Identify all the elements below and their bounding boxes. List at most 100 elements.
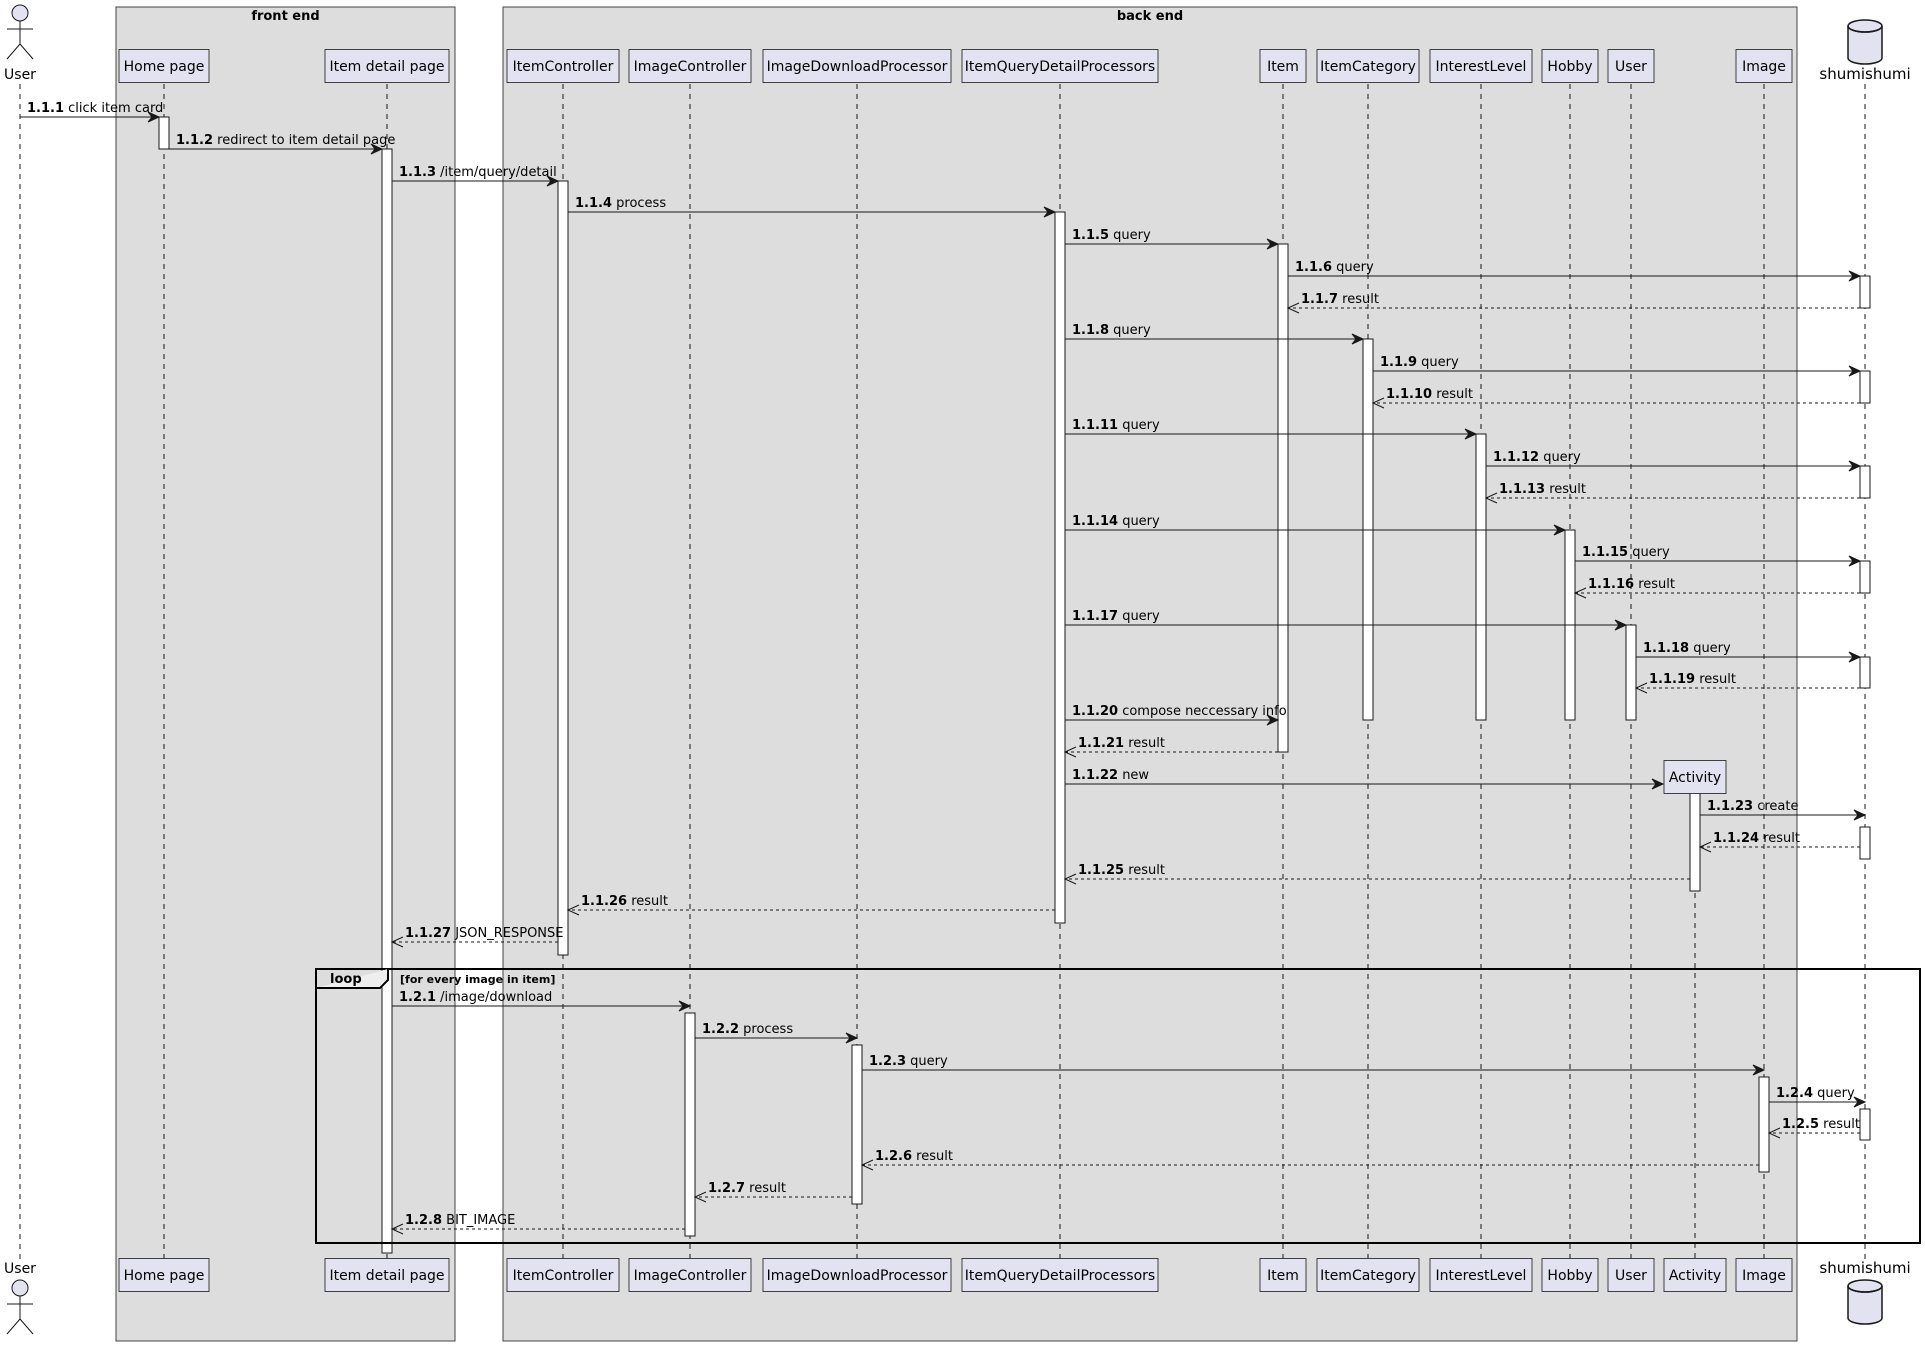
activation-db	[1859, 1108, 1871, 1141]
message-text: query	[1689, 641, 1731, 656]
message-text: process	[739, 1022, 793, 1037]
message-text: result	[627, 894, 668, 909]
participant-box	[1663, 760, 1727, 794]
message-text: result	[1432, 387, 1473, 402]
participant-detail-top: Item detail page	[324, 49, 450, 83]
activation-db	[1859, 370, 1871, 404]
participant-home-bottom: Home page	[118, 1258, 210, 1292]
message-label: 1.1.4 process	[575, 196, 666, 211]
participant-itemcat-top: ItemCategory	[1316, 49, 1420, 83]
message-number: 1.1.20	[1072, 704, 1118, 719]
participant-label: Activity	[1669, 1268, 1721, 1284]
participant-itemctrl-bottom: ItemController	[506, 1258, 620, 1292]
participant-label: ImageController	[634, 59, 747, 75]
arrowhead	[147, 111, 161, 123]
message-1.1.10: 1.1.10 result	[1371, 387, 1860, 409]
message-label: 1.2.3 query	[869, 1054, 948, 1069]
message-number: 1.1.2	[176, 133, 213, 148]
database-label-top: shumishumi	[1819, 65, 1910, 83]
message-text: redirect to item detail page	[213, 133, 395, 148]
activation-userobj	[1625, 624, 1637, 721]
arrowhead	[1573, 587, 1587, 599]
arrowhead	[1553, 524, 1567, 536]
message-1.1.7: 1.1.7 result	[1286, 292, 1860, 314]
message-1.1.27: 1.1.27 JSON_RESPONSE	[390, 926, 564, 948]
arrowhead	[390, 1223, 404, 1235]
participant-label: Home page	[124, 1268, 205, 1284]
participant-box	[1541, 1258, 1599, 1292]
message-text: create	[1753, 799, 1798, 814]
message-label: 1.1.16 result	[1588, 577, 1675, 592]
arrowhead	[845, 1032, 859, 1044]
message-number: 1.2.8	[405, 1213, 442, 1228]
message-number: 1.1.24	[1713, 831, 1759, 846]
message-label: 1.1.7 result	[1301, 292, 1379, 307]
message-label: 1.1.5 query	[1072, 228, 1151, 243]
message-label: 1.1.21 result	[1078, 736, 1165, 751]
participant-hobby-top: Hobby	[1541, 49, 1599, 83]
participant-home-top: Home page	[118, 49, 210, 83]
activation-imgdl	[851, 1044, 863, 1205]
message-text: query	[1118, 418, 1160, 433]
participant-label: Image	[1742, 1268, 1786, 1284]
activation-db	[1859, 465, 1871, 499]
participant-userobj-bottom: User	[1607, 1258, 1655, 1292]
message-1.1.13: 1.1.13 result	[1484, 482, 1860, 504]
arrowhead	[1464, 428, 1478, 440]
message-number: 1.1.7	[1301, 292, 1338, 307]
participant-box	[1607, 49, 1655, 83]
participant-label: User	[1615, 1268, 1647, 1284]
message-label: 1.1.1 click item card	[27, 101, 163, 116]
activation-item	[1277, 243, 1289, 753]
participant-box	[506, 1258, 620, 1292]
participant-box	[1429, 1258, 1533, 1292]
actor-label-bottom: User	[4, 1261, 36, 1277]
message-1.1.23: 1.1.23 create	[1700, 799, 1867, 821]
message-1.2.2: 1.2.2 process	[695, 1022, 859, 1044]
participant-box	[628, 49, 752, 83]
arrowhead	[546, 175, 560, 187]
participant-itemctrl-top: ItemController	[506, 49, 620, 83]
participant-box	[506, 49, 620, 83]
participant-label: Item detail page	[329, 59, 444, 75]
message-number: 1.1.17	[1072, 609, 1118, 624]
activation-db	[1859, 826, 1871, 860]
message-number: 1.1.21	[1078, 736, 1124, 751]
message-label: 1.1.22 new	[1072, 768, 1149, 783]
message-1.1.11: 1.1.11 query	[1065, 418, 1478, 440]
message-number: 1.1.13	[1499, 482, 1545, 497]
message-1.1.9: 1.1.9 query	[1373, 355, 1862, 377]
arrowhead	[370, 143, 384, 155]
message-1.2.8: 1.2.8 BIT_IMAGE	[390, 1213, 685, 1235]
message-number: 1.1.18	[1643, 641, 1689, 656]
database-body	[1847, 26, 1883, 65]
participant-detail-bottom: Item detail page	[324, 1258, 450, 1292]
message-label: 1.1.25 result	[1078, 863, 1165, 878]
database-icon	[1847, 1279, 1883, 1325]
message-number: 1.1.1	[27, 101, 64, 116]
arrowhead	[1848, 365, 1862, 377]
message-1.1.18: 1.1.18 query	[1636, 641, 1862, 663]
message-number: 1.2.5	[1782, 1117, 1819, 1132]
message-number: 1.1.3	[399, 165, 436, 180]
message-label: 1.1.26 result	[581, 894, 668, 909]
arrowhead	[1371, 397, 1385, 409]
participant-itemcat-bottom: ItemCategory	[1316, 1258, 1420, 1292]
lifeline-layer	[19, 84, 1866, 1259]
message-text: click item card	[64, 101, 163, 116]
message-number: 1.1.22	[1072, 768, 1118, 783]
message-text: result	[745, 1181, 786, 1196]
arrowhead	[678, 1000, 692, 1012]
message-1.1.12: 1.1.12 query	[1486, 450, 1862, 472]
activation-image	[1758, 1076, 1770, 1173]
participant-label: ItemController	[513, 1268, 614, 1284]
message-1.1.16: 1.1.16 result	[1573, 577, 1860, 599]
participant-label: ItemCategory	[1320, 1268, 1416, 1284]
message-label: 1.2.7 result	[708, 1181, 786, 1196]
message-1.2.6: 1.2.6 result	[860, 1149, 1759, 1171]
participant-userobj-top: User	[1607, 49, 1655, 83]
arrowhead	[1848, 460, 1862, 472]
message-label: 1.1.20 compose neccessary info	[1072, 704, 1287, 719]
